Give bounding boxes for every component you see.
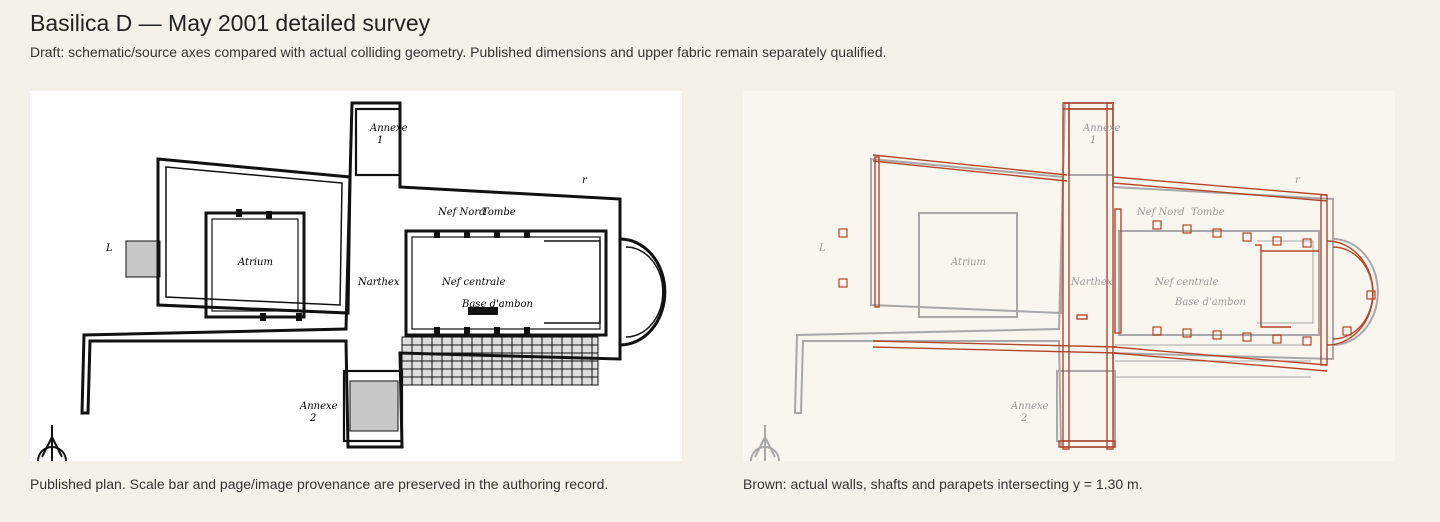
overlay-label-nef-nord: Nef Nord — [1136, 207, 1185, 218]
label-nef-centrale: Nef centrale — [441, 277, 505, 288]
label-base-ambon: Base d'ambon — [461, 299, 533, 310]
overlay-label-annexe-2-number: 2 — [1020, 413, 1027, 424]
overlay-label-annexe-1: Annexe — [1082, 123, 1121, 134]
overlay-marker-l: L — [818, 243, 826, 254]
faded-plan-walls — [750, 102, 1379, 461]
overlay-label-nef-centrale: Nef centrale — [1154, 277, 1218, 288]
overlay-walls — [872, 102, 1374, 450]
page-title: Basilica D — May 2001 detailed survey — [30, 10, 431, 36]
marker-r: r — [582, 175, 588, 186]
plan-piers — [236, 209, 530, 334]
label-annexe-1: Annexe — [369, 123, 408, 134]
label-nef-nord: Nef Nord — [437, 207, 486, 218]
overlay-label-base-ambon: Base d'ambon — [1174, 297, 1246, 308]
page-subtitle: Draft: schematic/source axes compared wi… — [30, 44, 887, 60]
mosaic-floor — [125, 240, 599, 432]
label-atrium: Atrium — [237, 257, 273, 268]
caption-left: Published plan. Scale bar and page/image… — [30, 476, 609, 492]
overlay-piers — [838, 220, 1376, 346]
published-plan-drawing: Annexe 1 Atrium Narthex Nef Nord Tombe N… — [37, 101, 667, 461]
overlay-label-annexe-1-number: 1 — [1090, 135, 1096, 146]
marker-l: L — [105, 243, 113, 254]
label-annexe-2: Annexe — [299, 401, 338, 412]
label-tombe: Tombe — [482, 207, 516, 218]
plan-walls — [80, 101, 667, 449]
overlay-label-annexe-2: Annexe — [1010, 401, 1049, 412]
overlay-label-atrium: Atrium — [950, 257, 986, 268]
overlay-marker-r: r — [1295, 175, 1301, 186]
caption-right: Brown: actual walls, shafts and parapets… — [743, 476, 1143, 492]
north-arrow-icon — [37, 425, 67, 461]
overlay-label-tombe: Tombe — [1191, 207, 1225, 218]
published-plan-panel: Annexe 1 Atrium Narthex Nef Nord Tombe N… — [30, 91, 682, 461]
overlay-label-narthex: Narthex — [1070, 277, 1113, 288]
overlay-plan-panel: Annexe 1 Atrium Narthex Nef Nord Tombe N… — [743, 91, 1395, 461]
overlay-plan-drawing: Annexe 1 Atrium Narthex Nef Nord Tombe N… — [750, 102, 1379, 461]
label-annexe-2-number: 2 — [309, 413, 316, 424]
label-annexe-1-number: 1 — [377, 135, 383, 146]
label-narthex: Narthex — [357, 277, 400, 288]
